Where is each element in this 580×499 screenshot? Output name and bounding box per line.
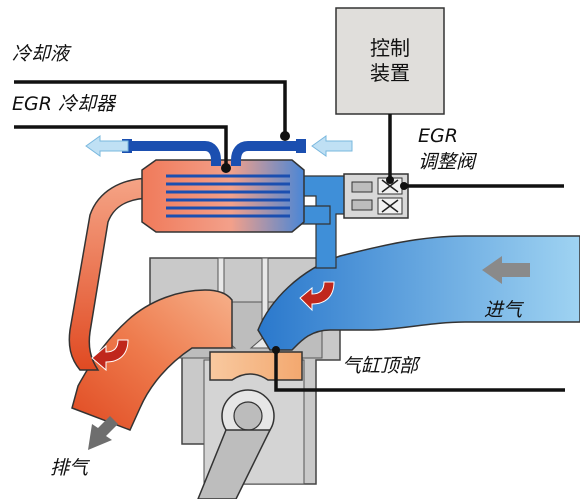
- leader-lines: [14, 80, 565, 392]
- exhaust-pipe: [71, 289, 233, 431]
- coolant-pipes: [130, 141, 300, 166]
- intake-label: 进气: [484, 299, 523, 321]
- exhaust-flow-arrow: [88, 416, 118, 450]
- cylinder-top-label: 气缸顶部: [342, 355, 419, 377]
- egr-hot-pipe: [68, 177, 153, 371]
- control-unit-label-line2: 装置: [370, 61, 410, 85]
- egr-cool-pipe: [299, 175, 351, 269]
- control-unit-box: [335, 7, 445, 115]
- leader-dots: [221, 131, 408, 354]
- connecting-rod: [197, 429, 272, 499]
- egr-cooler: [141, 159, 305, 233]
- control-unit-label: 控制 装置: [336, 36, 444, 86]
- egr-valve-unit: [343, 173, 409, 219]
- egr-valve-label-line1: EGR: [418, 125, 458, 147]
- piston: [209, 351, 303, 443]
- intake-red-flow-arrow: [299, 281, 335, 312]
- exhaust-red-flow-arrow: [91, 339, 129, 372]
- intake-flow-arrow: [482, 256, 530, 284]
- egr-cooler-label: EGR 冷却器: [12, 93, 115, 115]
- coolant-flow-arrow-in: [311, 135, 353, 157]
- coolant-flow-arrow-out: [85, 135, 129, 157]
- egr-valve-label-line2: 调整阀: [418, 151, 476, 173]
- exhaust-label: 排气: [50, 457, 89, 479]
- coolant-label: 冷却液: [12, 43, 70, 65]
- control-unit-label-line1: 控制: [370, 36, 410, 60]
- cooler-tubes: [166, 174, 290, 218]
